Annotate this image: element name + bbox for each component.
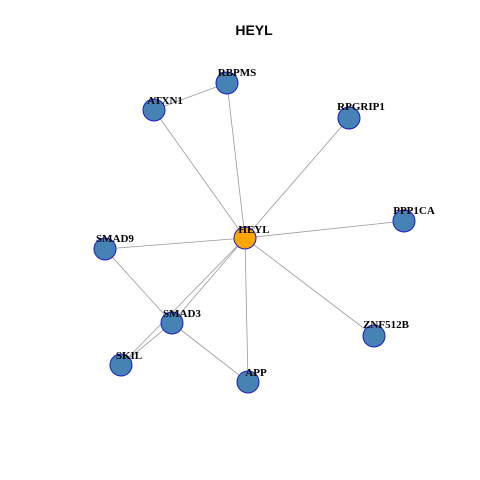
edge-smad9-smad3	[104, 248, 173, 324]
node-label-app: APP	[245, 367, 267, 379]
edge-heyl-smad3	[171, 237, 246, 324]
node-ppp1ca[interactable]	[392, 209, 416, 233]
node-rpgrip1[interactable]	[337, 106, 361, 130]
edge-heyl-rpgrip1	[244, 117, 350, 239]
node-label-znf512b: ZNF512B	[363, 319, 410, 331]
node-heyl[interactable]	[233, 226, 257, 250]
node-znf512b[interactable]	[362, 324, 386, 348]
edge-heyl-rbpms	[226, 82, 246, 239]
node-atxn1[interactable]	[142, 98, 166, 122]
node-label-smad3: SMAD3	[163, 308, 201, 320]
edge-heyl-ppp1ca	[244, 220, 405, 239]
node-app[interactable]	[236, 370, 260, 394]
node-label-rbpms: RBPMS	[218, 67, 257, 79]
edge-heyl-atxn1	[153, 109, 246, 239]
node-skil[interactable]	[109, 353, 133, 377]
node-label-smad9: SMAD9	[96, 233, 134, 245]
node-smad3[interactable]	[160, 311, 184, 335]
node-rbpms[interactable]	[215, 71, 239, 95]
edge-heyl-smad9	[104, 237, 246, 250]
node-label-atxn1: ATXN1	[147, 95, 183, 107]
node-label-rpgrip1: RPGRIP1	[337, 101, 385, 113]
nodes-layer	[93, 71, 416, 394]
edge-smad3-app	[171, 322, 249, 383]
node-label-ppp1ca: PPP1CA	[393, 205, 435, 217]
diagram-title: HEYL	[235, 22, 273, 38]
edge-rbpms-atxn1	[153, 82, 228, 111]
edge-heyl-app	[244, 237, 249, 383]
node-label-heyl: HEYL	[238, 224, 269, 236]
edge-heyl-skil	[120, 237, 246, 366]
edge-heyl-znf512b	[244, 237, 375, 337]
node-smad9[interactable]	[93, 237, 117, 261]
node-label-skil: SKIL	[116, 350, 142, 362]
